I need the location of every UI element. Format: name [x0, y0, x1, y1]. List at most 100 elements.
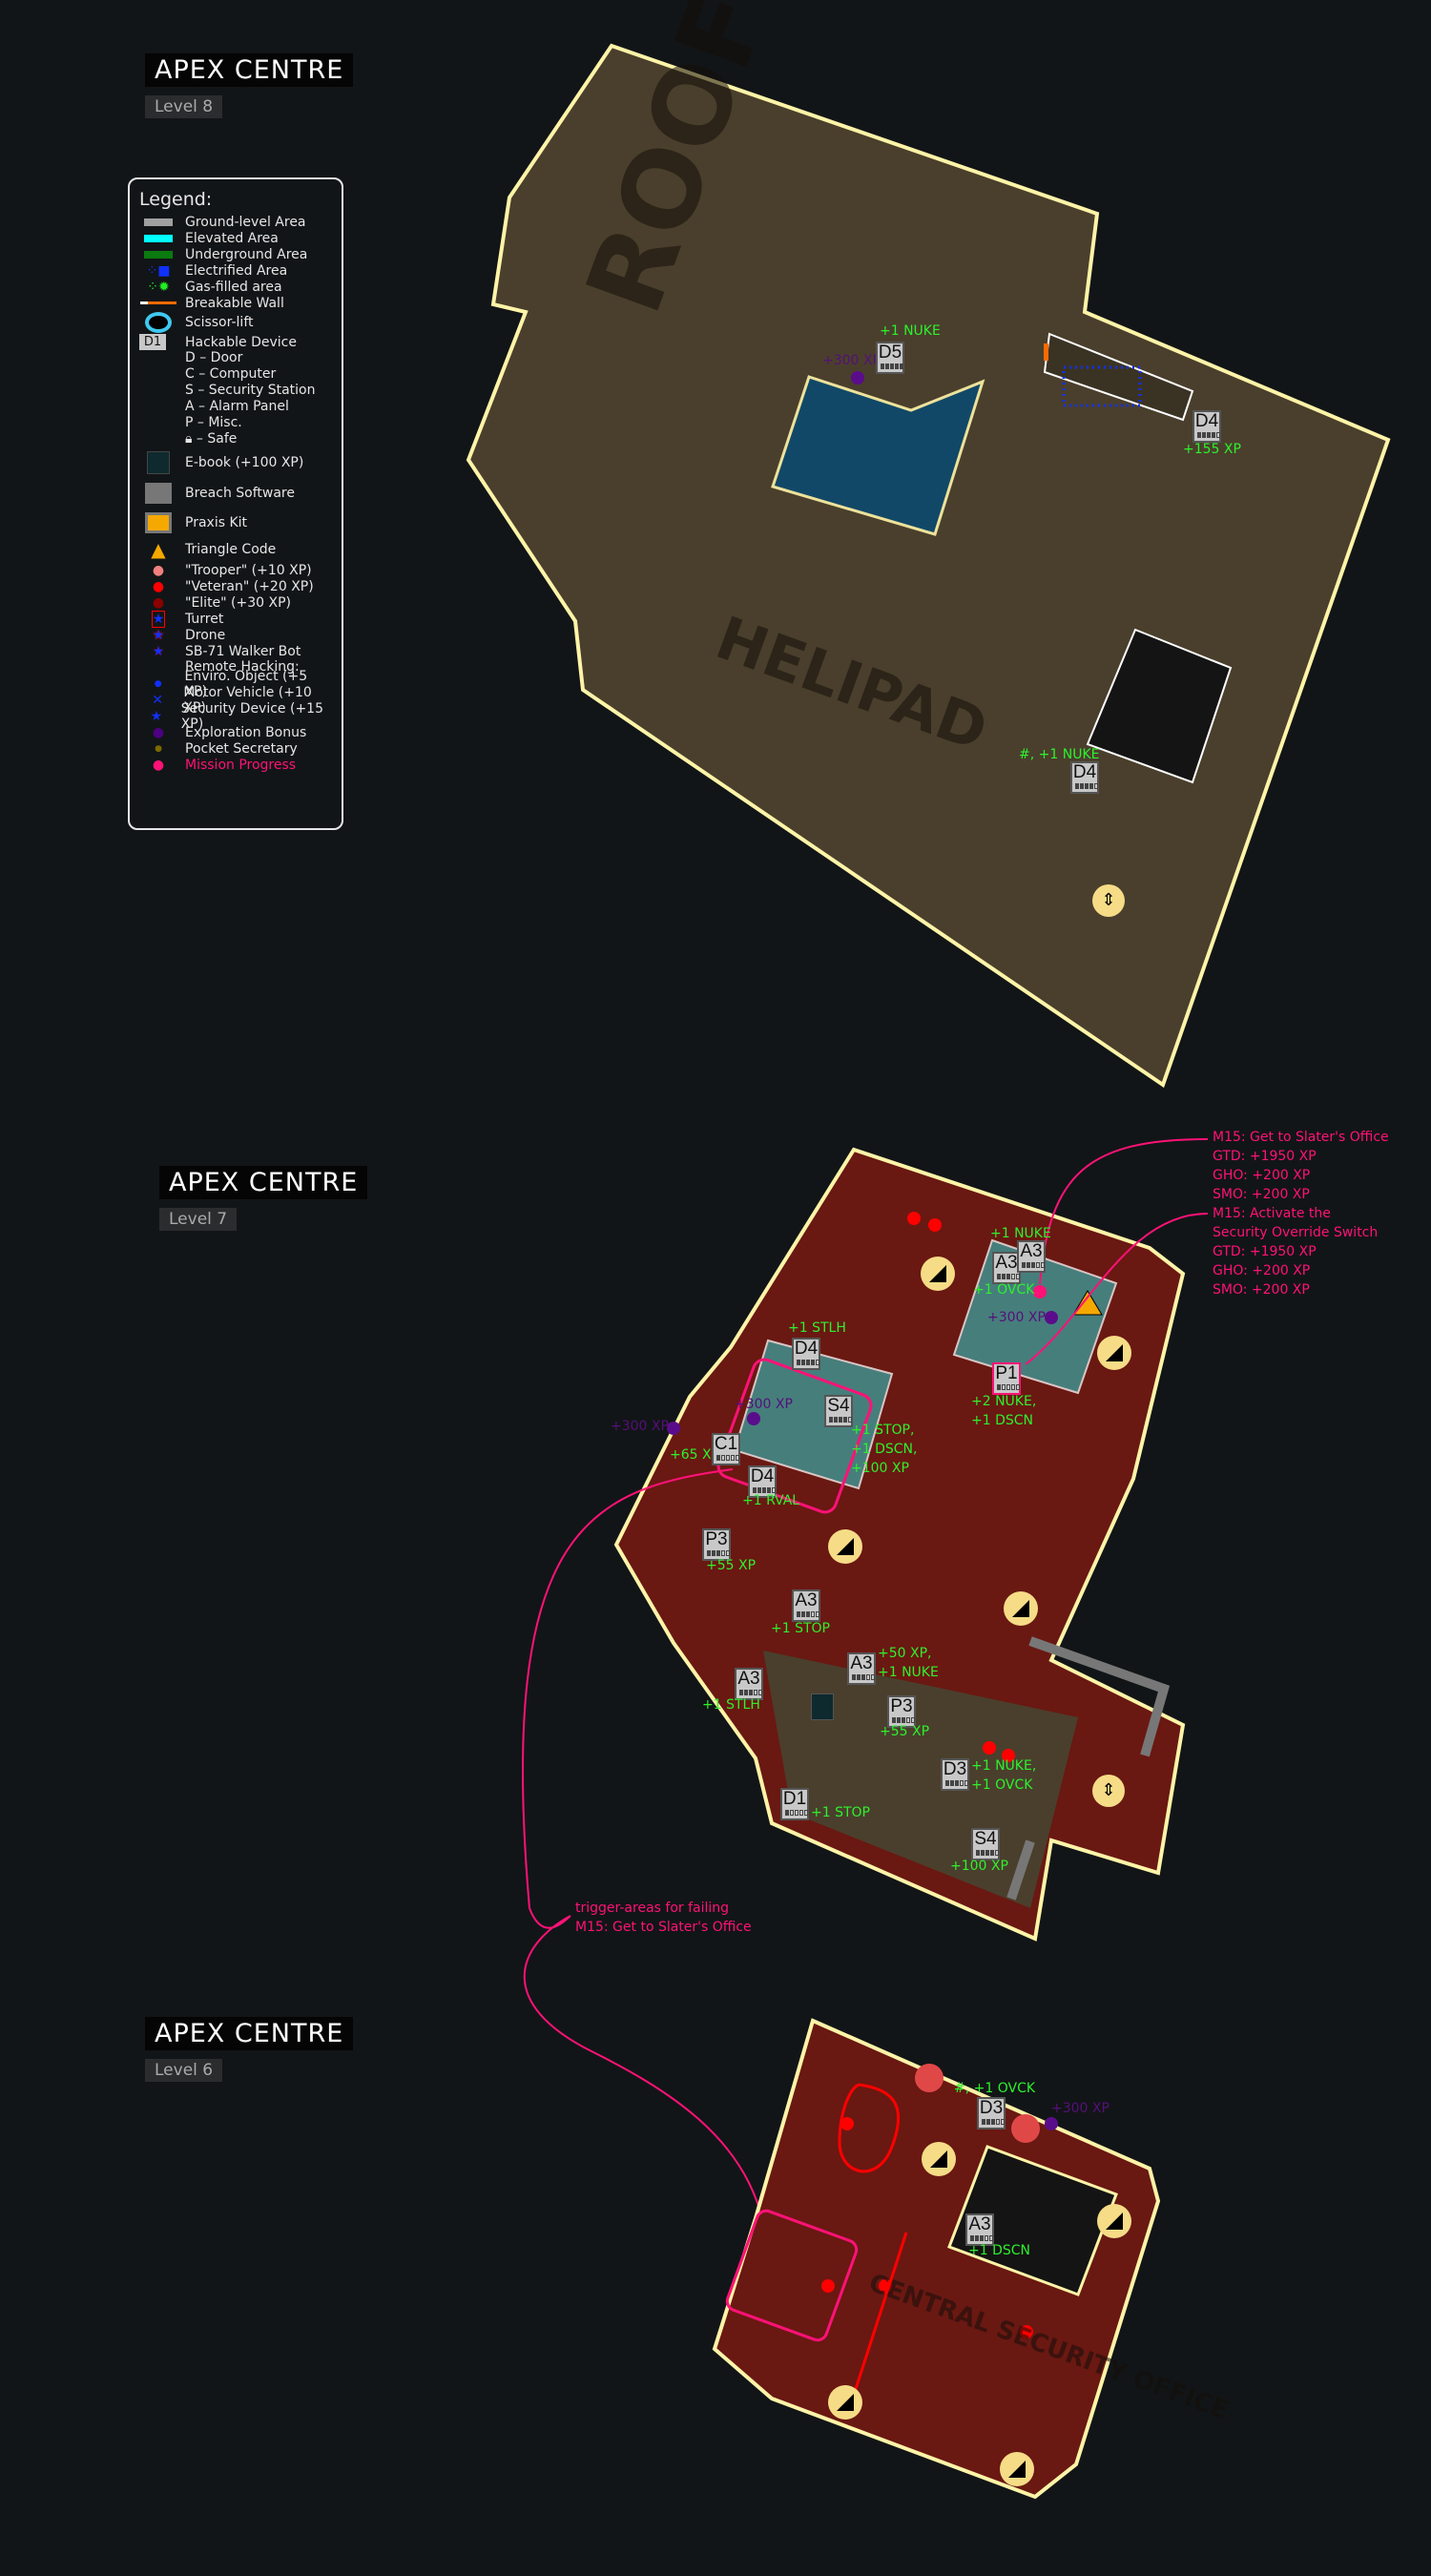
- mission-reward: SMO: +200 XP: [1213, 1282, 1310, 1298]
- exploration-bonus-dot: [747, 1412, 760, 1425]
- legend-label: Breakable Wall: [185, 295, 284, 311]
- reward-label: +1 DSCN,: [851, 1442, 918, 1457]
- legend-label: Drone: [185, 627, 226, 643]
- turret-icon: ★: [151, 610, 166, 628]
- stairs-icon[interactable]: [828, 1529, 862, 1564]
- device-code: P1: [995, 1363, 1018, 1383]
- hackable-device[interactable]: D3: [941, 1758, 969, 1791]
- patrol-route: [852, 2232, 908, 2396]
- level7-label: Level 7: [159, 1208, 238, 1231]
- hackable-device[interactable]: S4: [971, 1828, 1000, 1860]
- hackable-device[interactable]: D4: [1192, 410, 1221, 443]
- stairs-icon[interactable]: [1097, 2204, 1131, 2238]
- hackable-device[interactable]: A3: [965, 2213, 994, 2246]
- reward-label: +55 XP: [706, 1558, 757, 1573]
- mission-progress-dot: [1033, 1285, 1047, 1298]
- underground-swatch: [144, 250, 173, 259]
- triangle-code-icon: ▲: [151, 538, 166, 561]
- device-code: D4: [1194, 411, 1219, 431]
- hackable-device[interactable]: C1: [712, 1433, 740, 1465]
- legend-label: "Trooper" (+10 XP): [185, 562, 312, 578]
- exploration-bonus-label: +300 XP: [611, 1419, 669, 1434]
- mission-reward: SMO: +200 XP: [1213, 1187, 1310, 1202]
- legend-label: Gas-filled area: [185, 279, 282, 295]
- elevator-icon[interactable]: ⇕: [1092, 884, 1125, 917]
- praxis-kit-icon: [145, 512, 172, 533]
- reward-label: +1 DSCN: [971, 1413, 1034, 1428]
- reward-label: +50 XP,: [878, 1646, 932, 1661]
- trigger-note: M15: Get to Slater's Office: [575, 1920, 752, 1935]
- stairs-icon[interactable]: [922, 2142, 956, 2176]
- hackable-device[interactable]: S4: [824, 1395, 853, 1427]
- exploration-bonus-dot: [667, 1422, 680, 1435]
- hackable-device[interactable]: A3: [992, 1252, 1021, 1284]
- drone-icon: ★: [152, 627, 165, 643]
- elevated-swatch: [144, 234, 173, 242]
- hackable-device[interactable]: A3: [847, 1652, 876, 1685]
- breakable-wall-icon: [140, 301, 176, 304]
- device-code: D1: [782, 1789, 807, 1809]
- exploration-bonus-label: +300 XP: [735, 1397, 793, 1412]
- hackable-device[interactable]: P3: [887, 1695, 916, 1728]
- breakable-wall: [1044, 343, 1048, 361]
- level6-label: Level 6: [145, 2059, 223, 2082]
- hackable-device[interactable]: A3: [1017, 1240, 1046, 1273]
- reward-label: +1 DSCN: [968, 2243, 1031, 2258]
- hackable-device-icon: D1: [139, 334, 166, 350]
- hackable-device[interactable]: D1: [780, 1788, 809, 1820]
- elite-icon: ●: [152, 594, 165, 611]
- reward-label: +1 STOP: [771, 1621, 830, 1636]
- hackable-device[interactable]: D4: [792, 1338, 820, 1370]
- mission-title: Security Override Switch: [1213, 1225, 1379, 1240]
- stairs-icon[interactable]: [921, 1257, 955, 1291]
- legend-label: Underground Area: [185, 246, 308, 262]
- roof-elevated-block: [771, 375, 985, 536]
- hackable-device[interactable]: D4: [1070, 761, 1099, 794]
- mission-pointer-line: [1025, 1213, 1209, 1365]
- legend-label: Exploration Bonus: [185, 724, 307, 740]
- roof-floor: [466, 43, 1391, 1089]
- legend-label: "Elite" (+30 XP): [185, 594, 292, 611]
- enemy-veteran: [983, 1741, 996, 1755]
- hackable-device[interactable]: P1: [992, 1362, 1021, 1395]
- exploration-bonus-label: +300 XP: [1051, 2101, 1110, 2116]
- reward-label: #, +1 NUKE: [1019, 747, 1100, 762]
- reward-label: +1 NUKE: [880, 323, 941, 339]
- scissor-lift-icon: [145, 312, 172, 333]
- elevator-icon[interactable]: ⇕: [1092, 1775, 1125, 1807]
- device-code: S4: [827, 1396, 850, 1416]
- mission-trigger-area: [725, 2209, 859, 2342]
- enemy-veteran: [879, 2279, 892, 2293]
- reward-label: +1 STLH: [702, 1697, 760, 1713]
- hackable-device[interactable]: P3: [702, 1528, 731, 1561]
- reward-label: +1 OVCK: [971, 1777, 1033, 1793]
- device-code: P3: [890, 1696, 913, 1716]
- exploration-bonus-dot: [1045, 2117, 1058, 2130]
- stairs-icon[interactable]: [828, 2385, 862, 2420]
- device-code: D4: [794, 1339, 819, 1359]
- legend-label: D – Door: [185, 350, 243, 365]
- triangle-code-icon: [1072, 1290, 1103, 1316]
- stairs-icon[interactable]: [1004, 1591, 1038, 1626]
- enviro-object-icon: ●: [154, 678, 162, 689]
- level6-void: [947, 2145, 1118, 2296]
- reward-label: +55 XP: [880, 1724, 930, 1739]
- legend: Legend: Ground-level Area Elevated Area …: [128, 177, 343, 830]
- hackable-device[interactable]: D3: [977, 2097, 1006, 2129]
- device-code: D5: [878, 343, 902, 363]
- hackable-device[interactable]: A3: [735, 1668, 763, 1700]
- device-code: D3: [943, 1759, 967, 1779]
- legend-label: "Veteran" (+20 XP): [185, 578, 314, 594]
- patrol-route: [838, 2083, 901, 2173]
- stairs-icon[interactable]: [1097, 1336, 1131, 1370]
- drone-icon: [915, 2064, 944, 2092]
- ebook-icon[interactable]: [811, 1693, 834, 1720]
- trigger-note: trigger-areas for failing: [575, 1901, 730, 1916]
- ebook-icon: [147, 451, 170, 474]
- device-code: A3: [850, 1653, 873, 1673]
- stairs-icon[interactable]: [1000, 2452, 1034, 2486]
- pocket-secretary-icon: ●: [155, 743, 162, 754]
- hackable-device[interactable]: A3: [792, 1589, 820, 1622]
- hackable-device[interactable]: D5: [876, 342, 904, 374]
- hackable-device[interactable]: D4: [748, 1465, 777, 1498]
